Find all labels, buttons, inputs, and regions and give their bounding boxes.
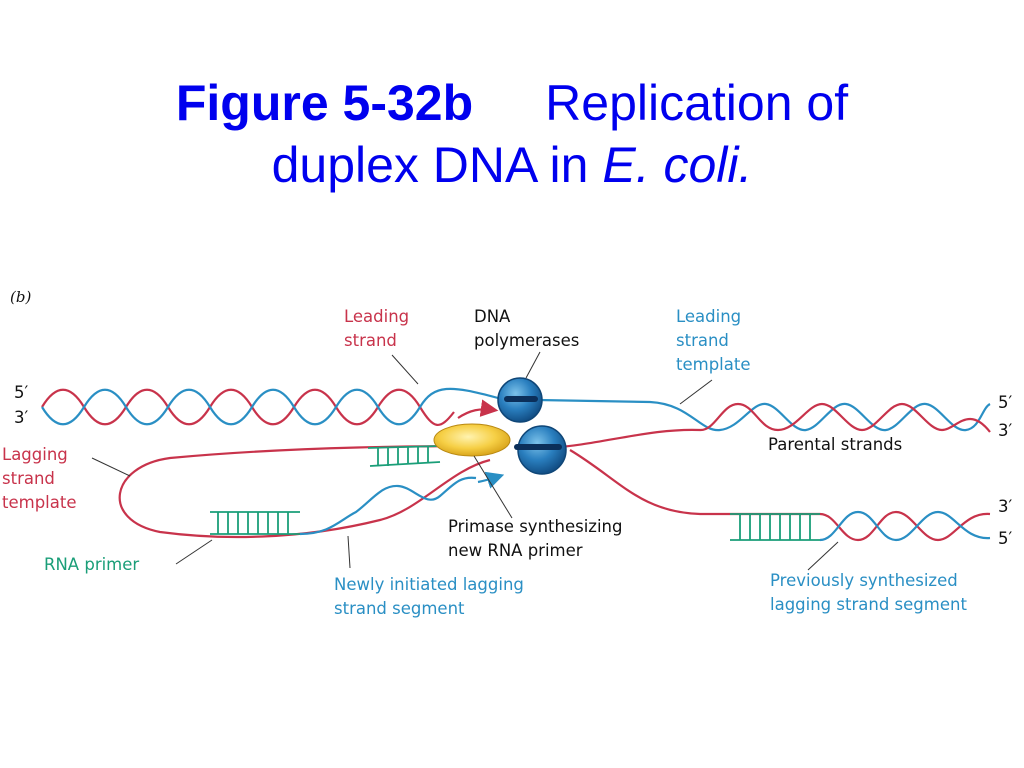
label-newly-initiated-line2: strand segment	[334, 599, 465, 618]
leader-lines	[91, 351, 839, 571]
label-lagging-template-line1: Lagging	[2, 445, 68, 464]
end-right-bottom: 3′	[998, 421, 1012, 440]
label-primase-line2: new RNA primer	[448, 541, 583, 560]
lagging-strand-template-loop	[118, 444, 501, 539]
title-organism: E. coli.	[602, 137, 753, 193]
label-dna-polymerases: DNA polymerases	[474, 307, 579, 350]
label-leading-strand: Leading strand	[344, 307, 409, 350]
label-leading-template-line3: template	[676, 355, 750, 374]
newly-initiated-segment	[299, 476, 477, 536]
label-dna-polymerases-line1: DNA	[474, 307, 511, 326]
end-right-lower-top: 3′	[998, 497, 1012, 516]
previous-primer-ladder	[730, 513, 820, 541]
title-text-part2: duplex DNA in	[271, 137, 589, 193]
lower-right-template-strand	[569, 449, 991, 542]
label-previously-synthesized-line1: Previously synthesized	[770, 571, 958, 590]
end-left-bottom: 3′	[14, 408, 28, 427]
label-leading-strand-line2: strand	[344, 331, 397, 350]
label-leading-strand-line1: Leading	[344, 307, 409, 326]
rna-primer-ladder	[210, 511, 300, 535]
label-leading-template-line2: strand	[676, 331, 729, 350]
label-newly-initiated: Newly initiated lagging strand segment	[334, 575, 524, 618]
label-leading-strand-template: Leading strand template	[676, 307, 750, 374]
label-rna-primer: RNA primer	[44, 555, 139, 574]
label-lagging-template-line3: template	[2, 493, 76, 512]
label-primase: Primase synthesizing new RNA primer	[448, 517, 622, 560]
left-duplex-blue-strand	[41, 387, 499, 426]
parental-red-strand	[547, 402, 991, 450]
panel-label: (b)	[10, 288, 31, 306]
end-right-top: 5′	[998, 393, 1012, 412]
label-parental-strands: Parental strands	[768, 435, 902, 454]
newly-initiated-segment-arrow	[477, 471, 505, 489]
label-dna-polymerases-line2: polymerases	[474, 331, 579, 350]
title-text-part1: Replication of	[545, 75, 849, 131]
label-previously-synthesized-line2: lagging strand segment	[770, 595, 967, 614]
figure-number: Figure 5-32b	[175, 75, 474, 131]
left-duplex-red-strand	[41, 388, 455, 426]
slide-title: Figure 5-32b Replication of duplex DNA in…	[0, 72, 1024, 196]
label-previously-synthesized: Previously synthesized lagging strand se…	[770, 571, 967, 614]
end-right-lower-bottom: 5′	[998, 529, 1012, 548]
end-left-top: 5′	[14, 383, 28, 402]
label-lagging-strand-template: Lagging strand template	[2, 445, 76, 512]
label-primase-line1: Primase synthesizing	[448, 517, 622, 536]
leading-strand-arrow	[457, 399, 499, 419]
previously-synthesized-segment	[819, 510, 991, 542]
primase	[433, 423, 511, 457]
label-lagging-template-line2: strand	[2, 469, 55, 488]
new-primer-ladder	[367, 445, 441, 467]
dna-polymerase-top	[497, 377, 543, 423]
leading-template-strand	[537, 398, 991, 432]
label-newly-initiated-line1: Newly initiated lagging	[334, 575, 524, 594]
label-leading-template-line1: Leading	[676, 307, 741, 326]
dna-polymerase-bottom	[514, 425, 567, 475]
